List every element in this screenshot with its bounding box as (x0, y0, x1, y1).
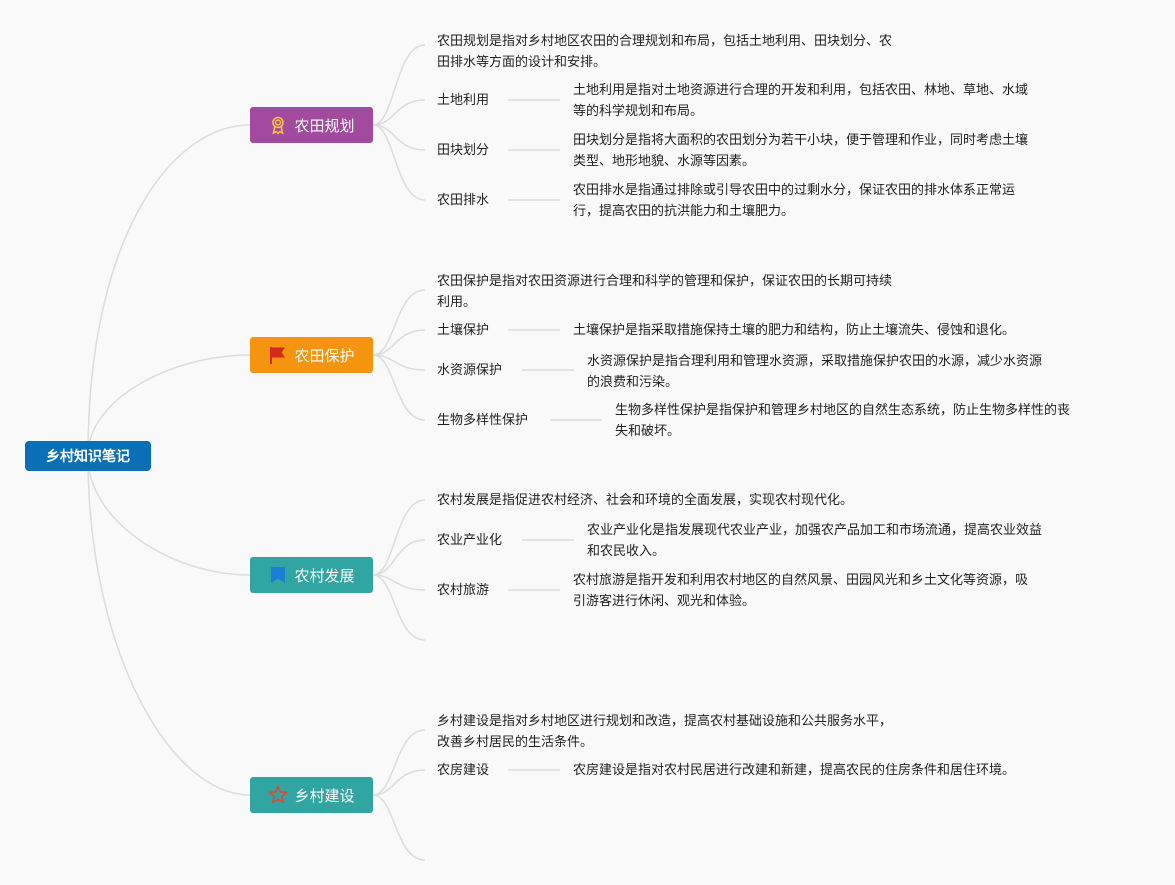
topic-label: 农田保护 (294, 346, 355, 365)
subtopic-description: 田块划分是指将大面积的农田划分为若干小块，便于管理和作业，同时考虑土壤类型、地形… (573, 133, 1029, 169)
subtopic-biodiversity[interactable]: 生物多样性保护 (437, 413, 529, 428)
subtopic-description: 水资源保护是指合理利用和管理水资源，采取措施保护农田的水源，减少水资源的浪费和污… (587, 354, 1043, 390)
topic-summary: 农田保护是指对农田资源进行合理和科学的管理和保护，保证农田的长期可持续利用。 (437, 274, 893, 310)
topic-rural-construction[interactable]: 乡村建设 (250, 777, 373, 813)
subtopic-land-use[interactable]: 土地利用 (437, 93, 490, 108)
topic-farmland-protection[interactable]: 农田保护 (250, 337, 373, 373)
subtopic-field-division[interactable]: 田块划分 (437, 143, 490, 158)
topic-label: 农村发展 (294, 566, 355, 585)
connector-root-topic-3 (87, 456, 251, 576)
subtopic-description: 土壤保护是指采取措施保持土壤的肥力和结构，防止土壤流失、侵蚀和退化。 (573, 323, 1016, 338)
topic-label: 乡村建设 (294, 786, 355, 805)
subtopic-agri-industrialization[interactable]: 农业产业化 (437, 533, 503, 548)
flag-icon (268, 345, 288, 365)
subtopic-description: 农田排水是指通过排除或引导农田中的过剩水分，保证农田的排水体系正常运行，提高农田… (573, 183, 1016, 219)
connector-root-topic-4 (87, 456, 251, 796)
subtopic-rural-tourism[interactable]: 农村旅游 (437, 583, 490, 598)
subtopic-soil-protection[interactable]: 土壤保护 (437, 323, 490, 338)
subtopic-description: 农业产业化是指发展现代农业产业，加强农产品加工和市场流通，提高农业效益和农民收入… (587, 523, 1043, 559)
topic-summary: 农村发展是指促进农村经济、社会和环境的全面发展，实现农村现代化。 (437, 493, 854, 508)
connector-root-topic-1 (87, 124, 251, 456)
subtopic-description: 农村旅游是指开发和利用农村地区的自然风景、田园风光和乡土文化等资源，吸引游客进行… (573, 573, 1029, 609)
topic-rural-development[interactable]: 农村发展 (250, 557, 373, 593)
topic-summary: 农田规划是指对乡村地区农田的合理规划和布局，包括土地利用、田块划分、农田排水等方… (437, 34, 893, 70)
subtopic-housing[interactable]: 农房建设 (437, 763, 490, 778)
root-topic[interactable]: 乡村知识笔记 (25, 441, 151, 471)
topic-label: 农田规划 (294, 116, 355, 135)
award-ribbon-icon (268, 115, 288, 135)
topic-farmland-planning[interactable]: 农田规划 (250, 107, 373, 143)
star-icon (268, 785, 288, 805)
connector-root-topic-2 (87, 354, 251, 456)
topic-summary: 乡村建设是指对乡村地区进行规划和改造，提高农村基础设施和公共服务水平，改善乡村居… (437, 714, 893, 750)
root-topic-label: 乡村知识笔记 (46, 449, 130, 465)
subtopic-water-protection[interactable]: 水资源保护 (437, 363, 503, 378)
subtopic-description: 农房建设是指对农村民居进行改建和新建，提高农民的住房条件和居住环境。 (573, 763, 1016, 778)
subtopic-drainage[interactable]: 农田排水 (437, 193, 490, 208)
subtopic-description: 生物多样性保护是指保护和管理乡村地区的自然生态系统，防止生物多样性的丧失和破坏。 (615, 403, 1071, 439)
subtopic-description: 土地利用是指对土地资源进行合理的开发和利用，包括农田、林地、草地、水域等的科学规… (573, 83, 1029, 119)
bookmark-icon (268, 565, 288, 585)
